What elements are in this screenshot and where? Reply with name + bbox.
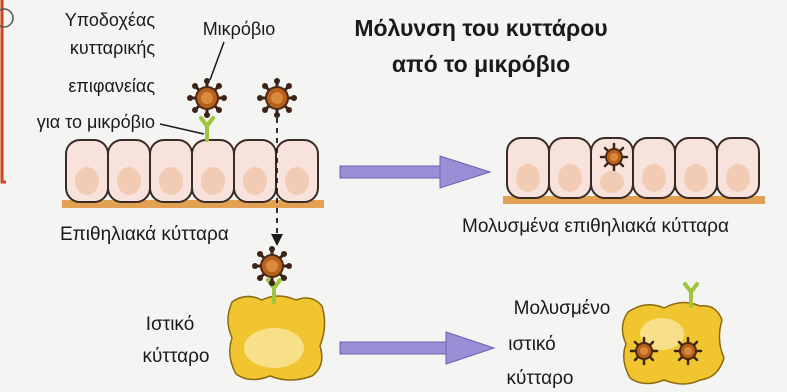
arrow-right-icon-lower: [340, 332, 494, 364]
receptor-icon: [201, 118, 213, 140]
receptor-label-4: για το μικρόβιο: [37, 112, 155, 132]
tissue-cell-label-2: κύτταρο: [143, 346, 210, 367]
tissue-cell: [228, 296, 325, 380]
receptor-label-1: Υποδοχέας: [65, 10, 156, 30]
arrow-right-icon: [340, 156, 490, 188]
epithelial-cell-row: [62, 140, 324, 208]
infected-epithelial-label: Μολυσμένα επιθηλιακά κύτταρα: [462, 216, 729, 237]
infected-tissue-label-3: κύτταρο: [507, 368, 574, 389]
epithelial-cells-label: Επιθηλιακά κύτταρα: [60, 224, 229, 245]
infected-tissue-label-1: Μολυσμένο: [514, 298, 611, 319]
infected-epithelial-row: [503, 138, 765, 204]
title-line-1: Μόλυνση του κυττάρου: [354, 15, 607, 41]
receptor-label-2: κυτταρικής: [70, 38, 155, 58]
receptor-label-pointer: [160, 124, 204, 134]
microbe-icon-inside-tissue-2: [675, 338, 701, 364]
microbe-icon-bound: [187, 78, 227, 118]
microbe-icon-free: [257, 78, 297, 118]
microbe-icon-inside-epithelial: [601, 144, 627, 170]
receptor-label-3: επιφανείας: [68, 76, 155, 96]
tissue-cell-label-1: Ιστικό: [146, 314, 195, 335]
infected-tissue-label-2: ιστικό: [508, 334, 556, 355]
microbe-icon-tissue: [252, 246, 292, 286]
title-line-2: από το μικρόβιο: [392, 51, 570, 77]
microbe-icon-inside-tissue-1: [631, 338, 657, 364]
microbe-label: Μικρόβιο: [203, 19, 276, 39]
microbe-label-pointer: [210, 42, 224, 80]
dashed-path-arrowhead: [271, 234, 283, 246]
